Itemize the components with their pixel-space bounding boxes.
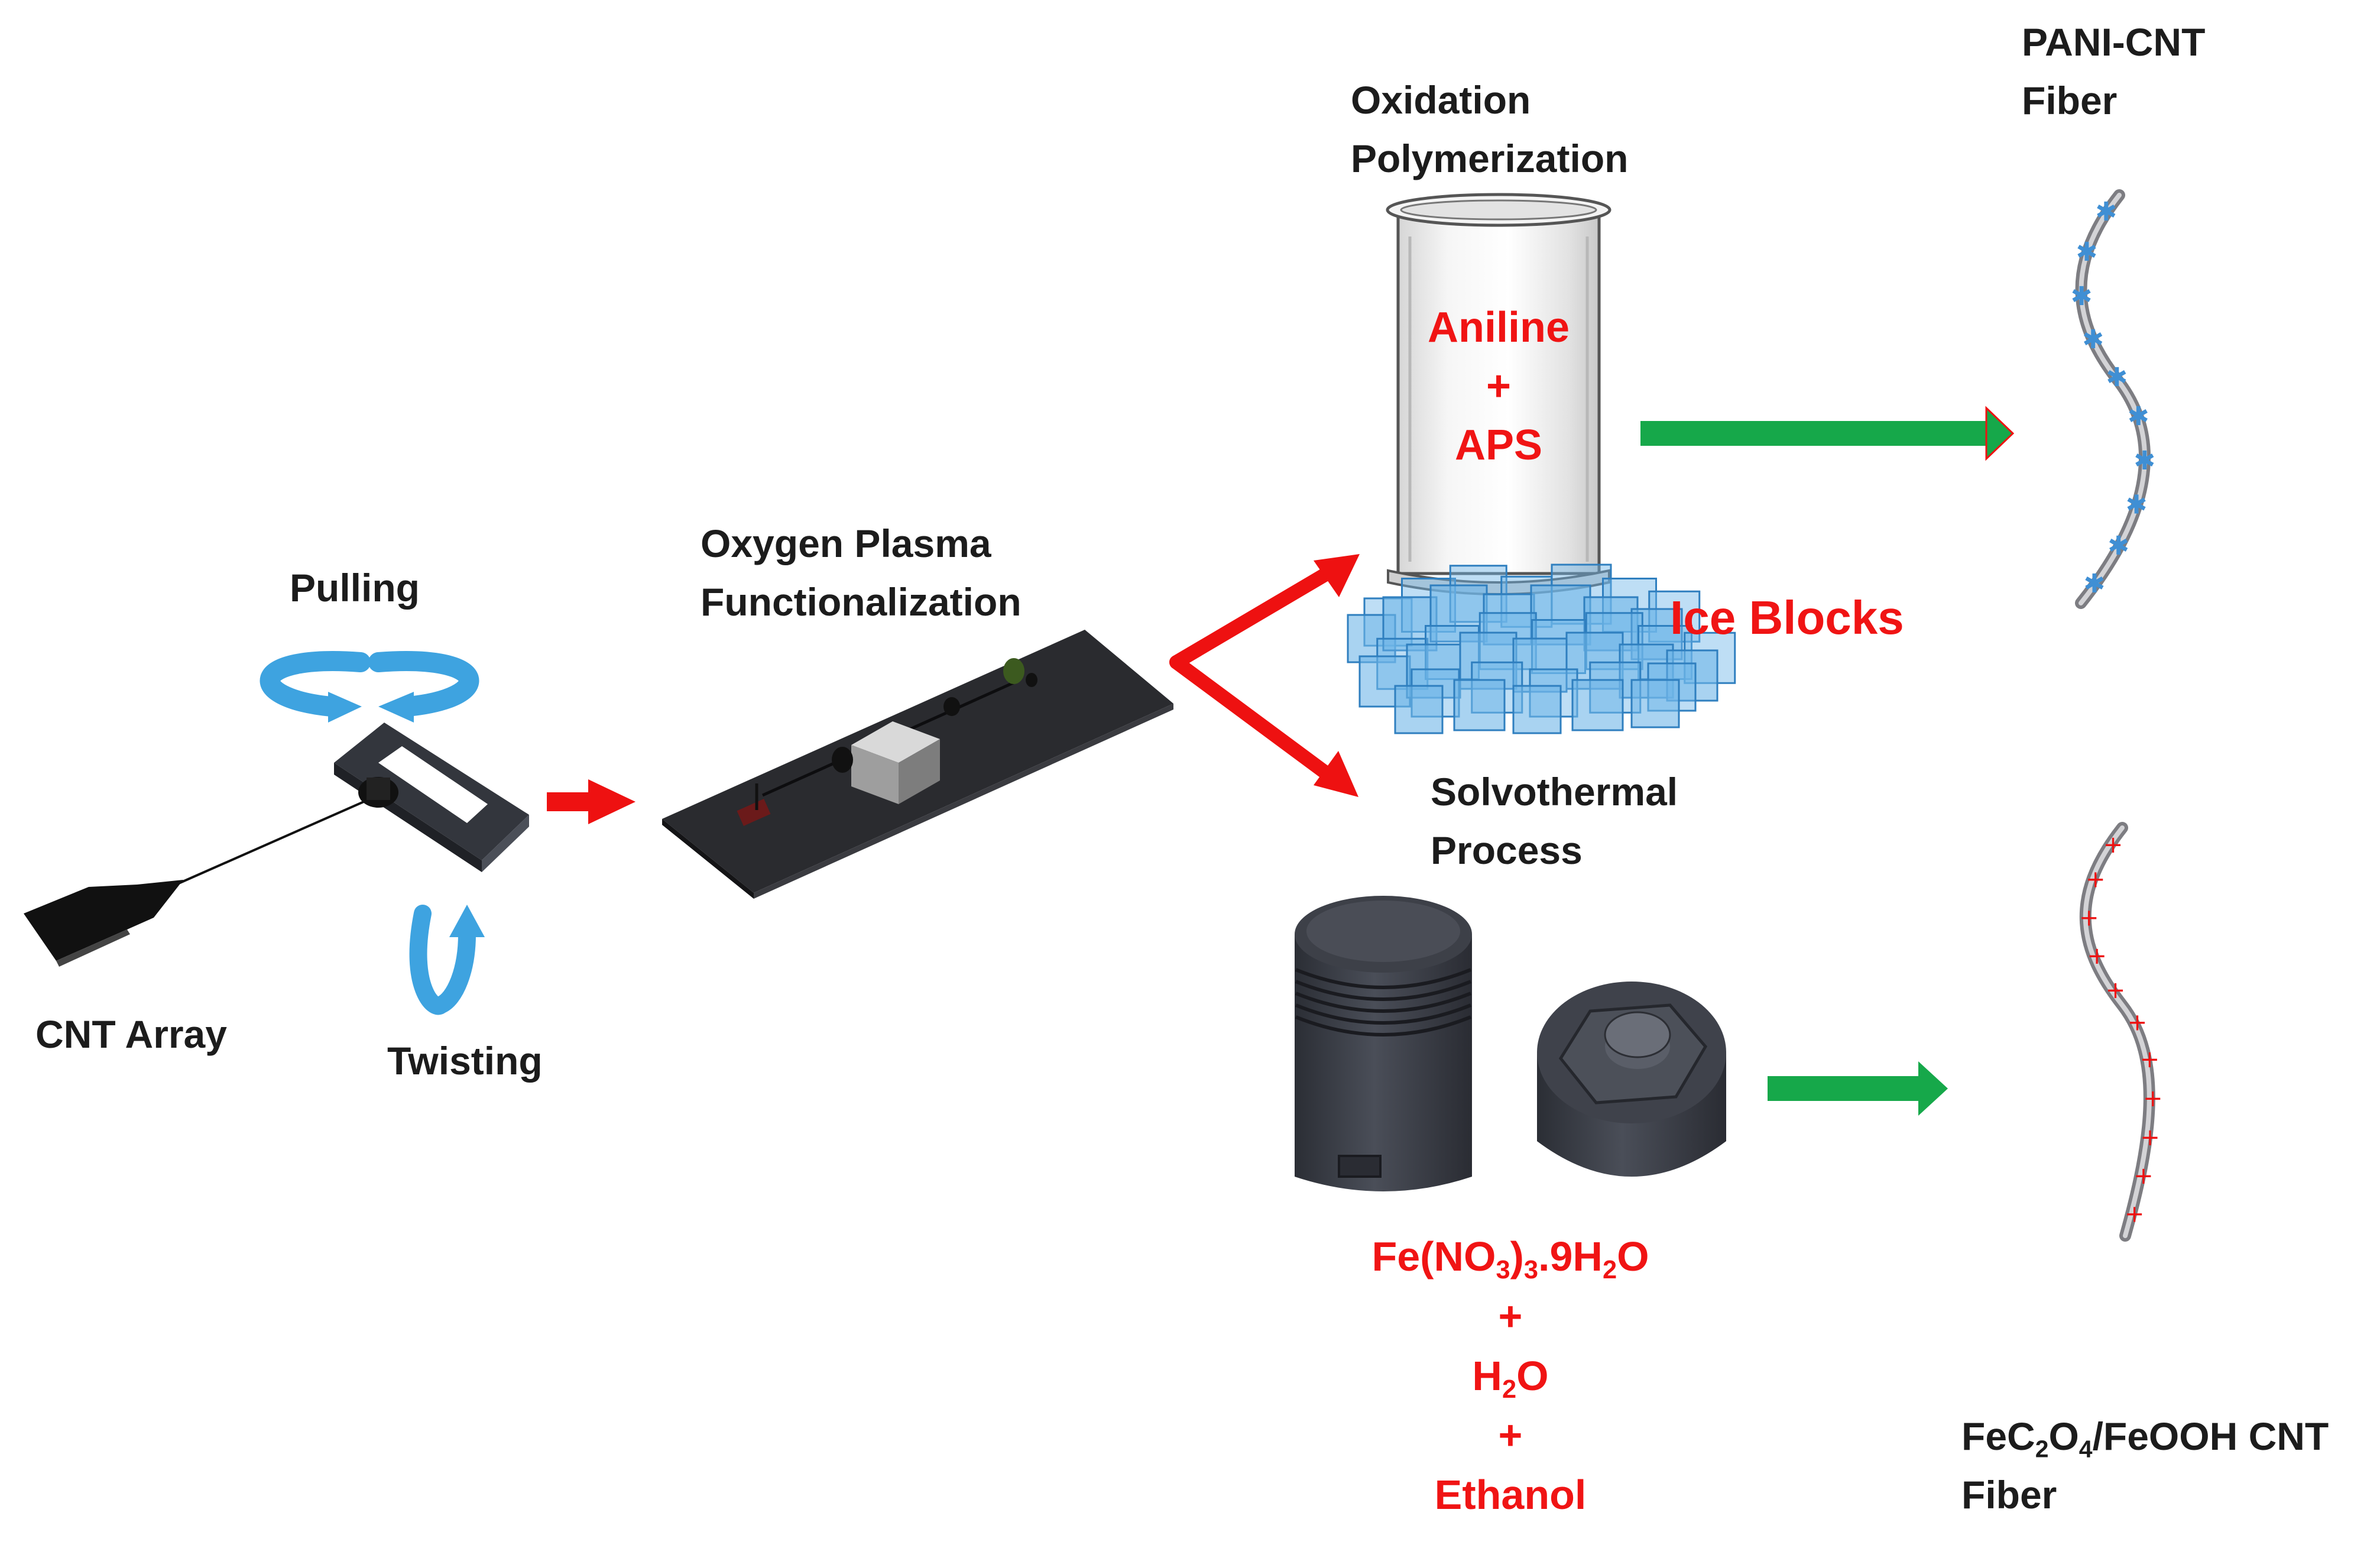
twisting-motor-icon (334, 723, 529, 872)
cnt-array-icon (24, 880, 183, 967)
aniline-text: Aniline (1427, 304, 1570, 351)
plasma-platform-icon (662, 630, 1173, 899)
ice-blocks-icon (1347, 563, 1736, 734)
plasma-label-line2: Functionalization (701, 580, 1022, 624)
solvothermal-reagents-label: Fe(NO3)3.9H2O + H2O + Ethanol (1318, 1227, 1703, 1525)
autoclave-lid-icon (1537, 982, 1726, 1177)
oxidation-label: Oxidation Polymerization (1351, 71, 1628, 188)
beaker-icon (1386, 193, 1611, 595)
red-fork-arrow (1169, 554, 1360, 797)
fe-cnt-fiber-icon: +++++++++++ (2079, 822, 2163, 1242)
svg-text:✱: ✱ (2084, 569, 2106, 599)
svg-text:✱: ✱ (2071, 281, 2093, 312)
pani-label-line1: PANI-CNT (2022, 20, 2206, 64)
svg-text:+: + (2086, 866, 2106, 893)
svg-text:+: + (2140, 1124, 2160, 1151)
svg-text:+: + (2125, 1201, 2145, 1228)
svg-text:✱: ✱ (2133, 446, 2155, 476)
solvothermal-label: Solvothermal Process (1431, 763, 1678, 880)
plasma-label-line1: Oxygen Plasma (701, 522, 991, 565)
svg-text:✱: ✱ (2126, 490, 2148, 520)
svg-text:✱: ✱ (2107, 531, 2129, 561)
svg-text:✱: ✱ (2128, 401, 2149, 432)
pulling-rotation-arrow-icon (260, 651, 479, 723)
oxidation-label-line1: Oxidation (1351, 78, 1531, 122)
svg-text:+: + (2143, 1085, 2163, 1112)
svg-text:+: + (2106, 977, 2126, 1004)
beaker-contents-label: Aniline + APS (1410, 299, 1587, 475)
oxidation-label-line2: Polymerization (1351, 137, 1629, 180)
beaker-plus-text: + (1486, 362, 1512, 410)
svg-text:✱: ✱ (2106, 362, 2128, 393)
red-arrow-to-plasma (547, 779, 635, 824)
pani-label-line2: Fiber (2022, 79, 2118, 122)
svg-text:✱: ✱ (2076, 237, 2098, 267)
twisting-arrow-icon (409, 905, 485, 1015)
svg-text:+: + (2103, 831, 2123, 859)
twisting-label: Twisting (387, 1039, 543, 1083)
cnt-yarn-line (177, 794, 379, 885)
ice-blocks-label: Ice Blocks (1670, 591, 1904, 644)
ethanol-text: Ethanol (1434, 1472, 1587, 1518)
pulling-label: Pulling (290, 566, 420, 610)
water-text: H2O (1472, 1352, 1549, 1404)
iron-nitrate-text: Fe(NO3)3.9H2O (1371, 1233, 1649, 1285)
reagent-plus-2: + (1498, 1412, 1523, 1459)
green-arrow-to-pani (1640, 406, 2015, 461)
svg-text:+: + (2087, 942, 2107, 970)
autoclave-body-icon (1295, 896, 1472, 1191)
fe-fiber-label-line1: FeC2O4/FeOOH CNT (1961, 1414, 2329, 1463)
cnt-array-label: CNT Array (35, 1012, 227, 1056)
pani-cnt-fiber-icon: ✱✱✱✱✱✱✱✱✱✱ (2071, 189, 2155, 609)
svg-text:+: + (2128, 1009, 2148, 1036)
aps-text: APS (1454, 421, 1543, 469)
reagent-plus-1: + (1498, 1293, 1523, 1339)
fe-fiber-label-line2: Fiber (1961, 1473, 2057, 1517)
pani-cnt-fiber-label: PANI-CNT Fiber (2022, 13, 2205, 130)
solvothermal-label-line2: Process (1431, 828, 1583, 872)
green-arrow-to-fe-fiber (1768, 1061, 1948, 1116)
solvothermal-label-line1: Solvothermal (1431, 770, 1678, 814)
svg-text:✱: ✱ (2095, 197, 2117, 227)
svg-text:+: + (2079, 905, 2099, 932)
plasma-label: Oxygen Plasma Functionalization (701, 514, 1022, 631)
svg-text:+: + (2140, 1046, 2160, 1073)
svg-text:✱: ✱ (2082, 325, 2104, 355)
fe-cnt-fiber-label: FeC2O4/FeOOH CNT Fiber (1961, 1407, 2329, 1524)
svg-text:+: + (2133, 1162, 2154, 1190)
